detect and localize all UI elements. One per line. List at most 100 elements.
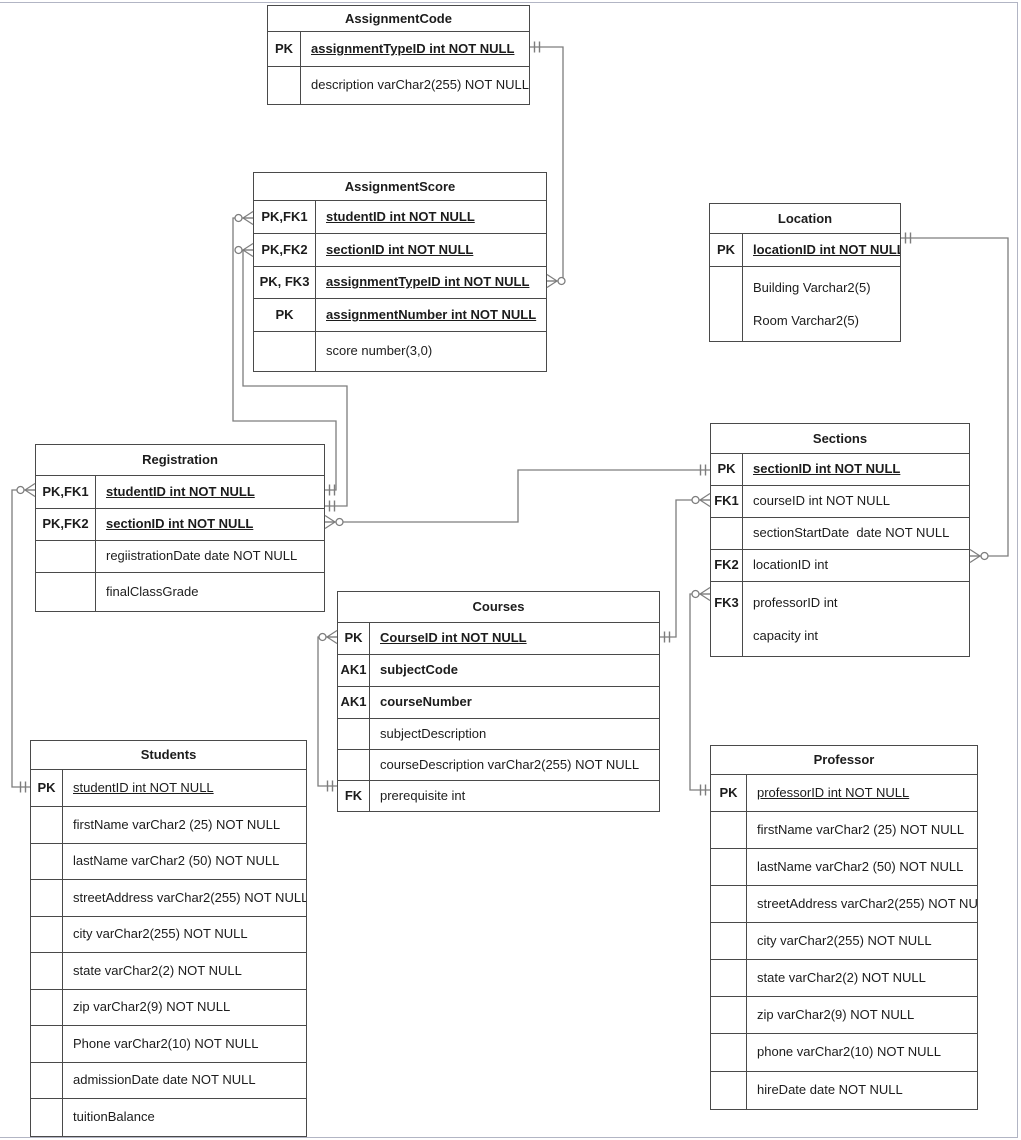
attribute-line: Building Varchar2(5) (753, 280, 871, 295)
attribute-text: admissionDate date NOT NULL (73, 1072, 256, 1087)
entity-title: Professor (813, 752, 875, 767)
attribute-row: PK assignmentTypeID int NOT NULL (268, 31, 529, 66)
key-label (711, 849, 747, 885)
attribute-row: description varChar2(255) NOT NULL (268, 66, 529, 104)
key-label (711, 518, 743, 549)
key-label (31, 844, 63, 879)
attribute-row: city varChar2(255) NOT NULL (31, 916, 306, 952)
attribute-text: Building Varchar2(5)Room Varchar2(5) (743, 267, 900, 341)
key-label (268, 67, 301, 104)
attribute-text: city varChar2(255) NOT NULL (73, 926, 248, 941)
attribute-text: studentID int NOT NULL (73, 780, 214, 795)
attribute-text: assignmentNumber int NOT NULL (326, 307, 537, 322)
attribute-row: tuitionBalance (31, 1098, 306, 1136)
entity-title: Students (140, 747, 197, 762)
relationship-Courses.CourseID-to-Courses.prerequisite (317, 636, 337, 787)
attribute-text: description varChar2(255) NOT NULL (311, 77, 529, 92)
key-label (31, 1063, 63, 1098)
attribute-text: streetAddress varChar2(255) NOT NULL (73, 890, 306, 905)
key-label: PK, FK3 (254, 267, 316, 298)
attribute-text: state varChar2(2) NOT NULL (757, 970, 926, 985)
attribute-text: score number(3,0) (326, 343, 433, 358)
entity-title: AssignmentCode (345, 11, 452, 26)
attribute-text: assignmentTypeID int NOT NULL (311, 41, 515, 56)
attribute-text: zip varChar2(9) NOT NULL (73, 999, 231, 1014)
key-label (31, 880, 63, 916)
attribute-row: lastName varChar2 (50) NOT NULL (711, 848, 977, 885)
key-label (36, 541, 96, 572)
attribute-text: sectionStartDate date NOT NULL (753, 525, 950, 540)
attribute-row: phone varChar2(10) NOT NULL (711, 1033, 977, 1071)
attribute-row: AK1 courseNumber (338, 686, 659, 718)
attribute-row: score number(3,0) (254, 331, 546, 371)
key-label: PK,FK2 (36, 509, 96, 540)
key-label: PK (711, 775, 747, 811)
attribute-text: zip varChar2(9) NOT NULL (757, 1007, 915, 1022)
key-label: PK (268, 32, 301, 66)
attribute-row: PK sectionID int NOT NULL (711, 453, 969, 485)
attribute-text: courseNumber (380, 694, 472, 709)
attribute-row: finalClassGrade (36, 572, 324, 611)
key-label (338, 750, 370, 780)
key-label (31, 953, 63, 989)
attribute-row: Building Varchar2(5)Room Varchar2(5) (710, 266, 900, 341)
relationship-Registration.sectionID-to-Sections.sectionID (325, 469, 710, 523)
attribute-text: Phone varChar2(10) NOT NULL (73, 1036, 259, 1051)
attribute-row: zip varChar2(9) NOT NULL (711, 996, 977, 1033)
attribute-row: PK,FK1 studentID int NOT NULL (36, 475, 324, 508)
entity-title: Sections (812, 431, 868, 446)
attribute-text: phone varChar2(10) NOT NULL (757, 1044, 942, 1059)
attribute-text: courseID int NOT NULL (753, 493, 891, 508)
key-label (31, 990, 63, 1025)
key-label: AK1 (338, 687, 370, 718)
key-label (710, 267, 743, 341)
attribute-text: courseDescription varChar2(255) NOT NULL (380, 757, 640, 772)
key-label (31, 1026, 63, 1062)
attribute-text: lastName varChar2 (50) NOT NULL (73, 853, 280, 868)
attribute-row: courseDescription varChar2(255) NOT NULL (338, 749, 659, 780)
relationship-Sections.professorID-to-Professor.professorID (689, 593, 710, 791)
attribute-text: sectionID int NOT NULL (753, 461, 901, 476)
attribute-row: Phone varChar2(10) NOT NULL (31, 1025, 306, 1062)
attribute-row: PK, FK3 assignmentTypeID int NOT NULL (254, 266, 546, 298)
key-label: PK,FK1 (36, 476, 96, 508)
attribute-text: locationID int NOT NULL (753, 242, 900, 257)
key-label: PK,FK2 (254, 234, 316, 266)
attribute-text: studentID int NOT NULL (106, 484, 255, 499)
attribute-text: sectionID int NOT NULL (106, 516, 254, 531)
attribute-text: locationID int (753, 557, 829, 572)
attribute-text: hireDate date NOT NULL (757, 1082, 903, 1097)
attribute-row: sectionStartDate date NOT NULL (711, 517, 969, 549)
key-label (711, 886, 747, 922)
attribute-text: lastName varChar2 (50) NOT NULL (757, 859, 964, 874)
key-label: FK (338, 781, 370, 811)
attribute-row: firstName varChar2 (25) NOT NULL (711, 811, 977, 848)
attribute-row: hireDate date NOT NULL (711, 1071, 977, 1109)
key-label (711, 997, 747, 1033)
attribute-row: city varChar2(255) NOT NULL (711, 922, 977, 959)
attribute-row: streetAddress varChar2(255) NOT NULL (711, 885, 977, 922)
key-label: PK (710, 234, 743, 266)
attribute-row: streetAddress varChar2(255) NOT NULL (31, 879, 306, 916)
attribute-row: subjectDescription (338, 718, 659, 749)
key-label: PK (711, 454, 743, 485)
key-label (711, 812, 747, 848)
attribute-text: assignmentTypeID int NOT NULL (326, 274, 530, 289)
key-label: AK1 (338, 655, 370, 686)
key-label: FK3 (711, 582, 743, 656)
relationship-Sections.courseID-to-Courses.CourseID (660, 499, 710, 638)
